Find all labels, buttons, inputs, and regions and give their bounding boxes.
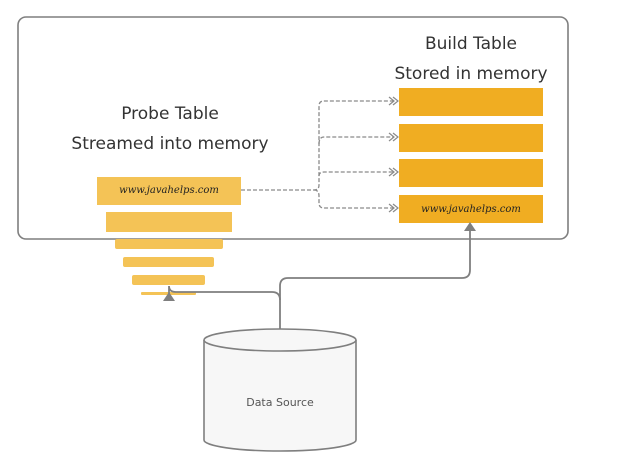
chevron-arrow-icons — [388, 96, 399, 213]
build-table-title: Build Table — [425, 34, 517, 54]
probe-row — [97, 177, 241, 205]
probe-row — [106, 212, 232, 232]
build-table-subtitle: Stored in memory — [394, 64, 547, 84]
probe-row — [115, 239, 223, 249]
probe-table-subtitle: Streamed into memory — [71, 134, 268, 154]
build-row-label: www.javahelps.com — [421, 204, 521, 215]
arrow-up-icon — [464, 222, 476, 231]
build-row — [399, 124, 543, 152]
probe-table-title: Probe Table — [121, 104, 219, 124]
arrow-up-icon — [163, 292, 175, 301]
probe-row-label: www.javahelps.com — [119, 185, 219, 196]
build-row — [399, 159, 543, 187]
probe-row — [132, 275, 205, 285]
build-row — [399, 88, 543, 116]
data-source-label: Data Source — [246, 396, 314, 409]
probe-lookup-connectors — [241, 100, 394, 209]
probe-row — [123, 257, 214, 267]
build-row — [399, 195, 543, 223]
memory-boundary — [17, 16, 569, 240]
data-source-cylinder — [203, 328, 357, 452]
data-source-connectors — [168, 230, 471, 333]
